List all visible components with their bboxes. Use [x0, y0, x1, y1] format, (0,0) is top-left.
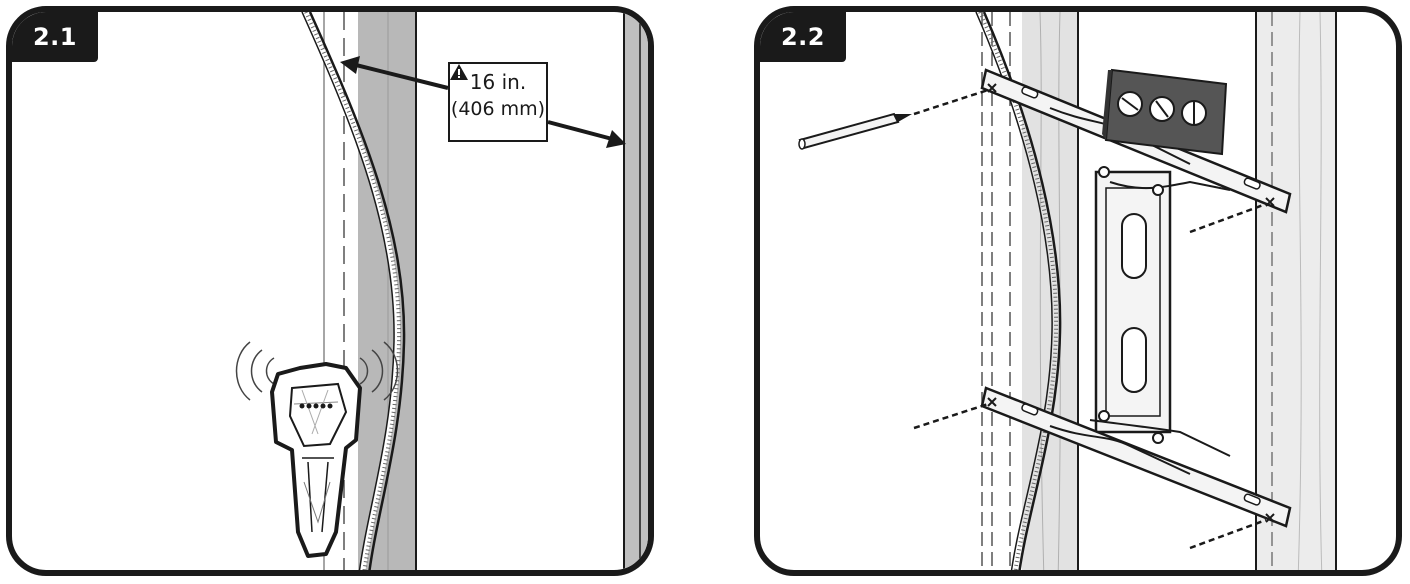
bubble-level — [1102, 68, 1228, 156]
stud-spacing-callout: 16 in. (406 mm) — [448, 62, 548, 142]
bracket-mounting-illustration — [798, 12, 1337, 570]
stud-spacing-metric: (406 mm) — [450, 98, 546, 120]
pencil — [798, 112, 912, 150]
step-2-2-panel: 2.2 — [754, 6, 1402, 576]
stud-finder-illustration — [235, 12, 648, 570]
step-2-1-panel: 2.1 — [6, 6, 654, 576]
bottom-mounting-rail — [980, 386, 1292, 528]
measurement-arrow — [340, 56, 626, 148]
drywall-cut-edge — [301, 12, 406, 570]
right-wood-stud — [1255, 12, 1337, 570]
mark-guide-lines — [913, 88, 1267, 550]
hole-marks — [987, 83, 1275, 523]
mount-center-plate — [1094, 170, 1172, 434]
right-stud — [623, 12, 648, 570]
stud-spacing-imperial: 16 in. — [450, 64, 546, 94]
stud-finder-device — [235, 341, 399, 558]
step-label: 2.2 — [760, 12, 846, 62]
drywall-cut-edge — [975, 12, 1062, 570]
warning-triangle-icon — [450, 64, 468, 80]
step-label: 2.1 — [12, 12, 98, 62]
left-stud — [981, 12, 1011, 570]
